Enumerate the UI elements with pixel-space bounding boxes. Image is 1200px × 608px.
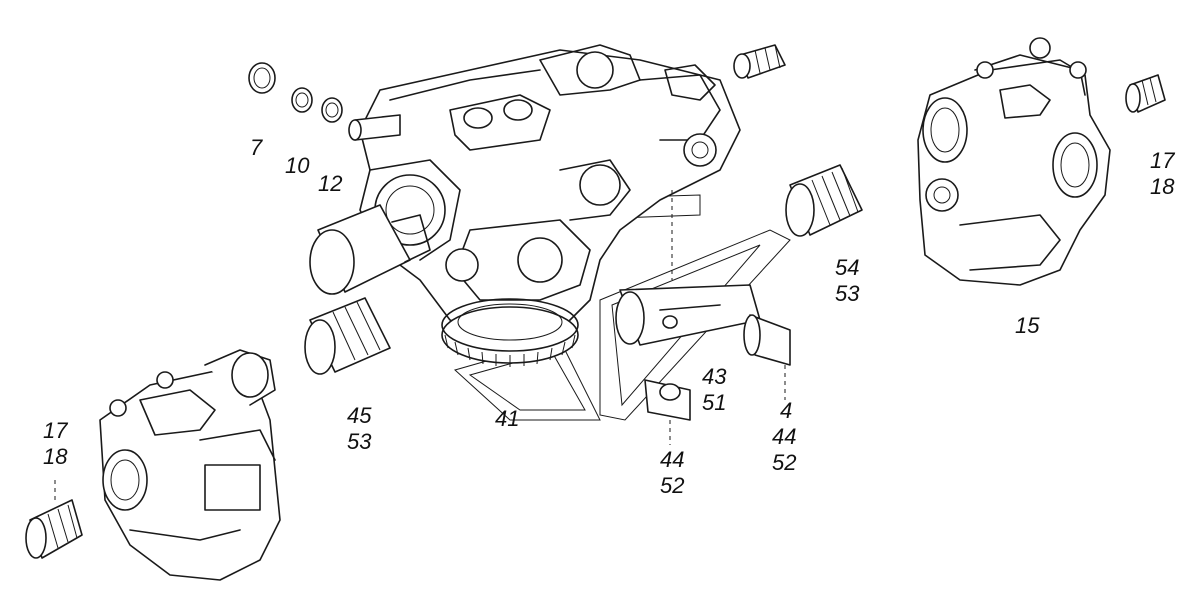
label-44-center: 44 <box>660 447 685 472</box>
label-44-right: 44 <box>772 424 797 449</box>
ring-10 <box>291 87 313 113</box>
label-52-center: 52 <box>660 473 685 498</box>
label-17-right: 17 <box>1150 148 1175 173</box>
label-7: 7 <box>250 135 263 160</box>
fitting-17-18-left <box>25 480 83 559</box>
connector-43-51 <box>615 284 761 346</box>
connector-4-44-52 <box>743 314 791 400</box>
ring-12 <box>321 97 343 123</box>
connector-44-52 <box>644 379 691 445</box>
label-53-right: 53 <box>835 281 860 306</box>
fitting-54-53 <box>785 164 863 237</box>
fitting-45-53 <box>304 297 391 375</box>
valve-15 <box>917 37 1111 286</box>
label-53-left: 53 <box>347 429 372 454</box>
label-54: 54 <box>835 255 860 280</box>
ring-7 <box>248 62 276 94</box>
label-18-left: 18 <box>43 444 68 469</box>
label-4: 4 <box>780 398 793 423</box>
label-41: 41 <box>495 406 520 431</box>
label-43: 43 <box>702 364 727 389</box>
label-15: 15 <box>1015 313 1040 338</box>
label-45: 45 <box>347 403 372 428</box>
label-12: 12 <box>318 171 343 196</box>
label-52-right: 52 <box>772 450 797 475</box>
valve-bottom-left <box>99 349 281 581</box>
fitting-top <box>733 44 786 79</box>
label-18-right: 18 <box>1150 174 1175 199</box>
label-17-left: 17 <box>43 418 68 443</box>
main-valve-assembly <box>309 44 741 367</box>
fitting-17-18-right <box>1125 74 1166 113</box>
label-10: 10 <box>285 153 310 178</box>
label-51: 51 <box>702 390 727 415</box>
